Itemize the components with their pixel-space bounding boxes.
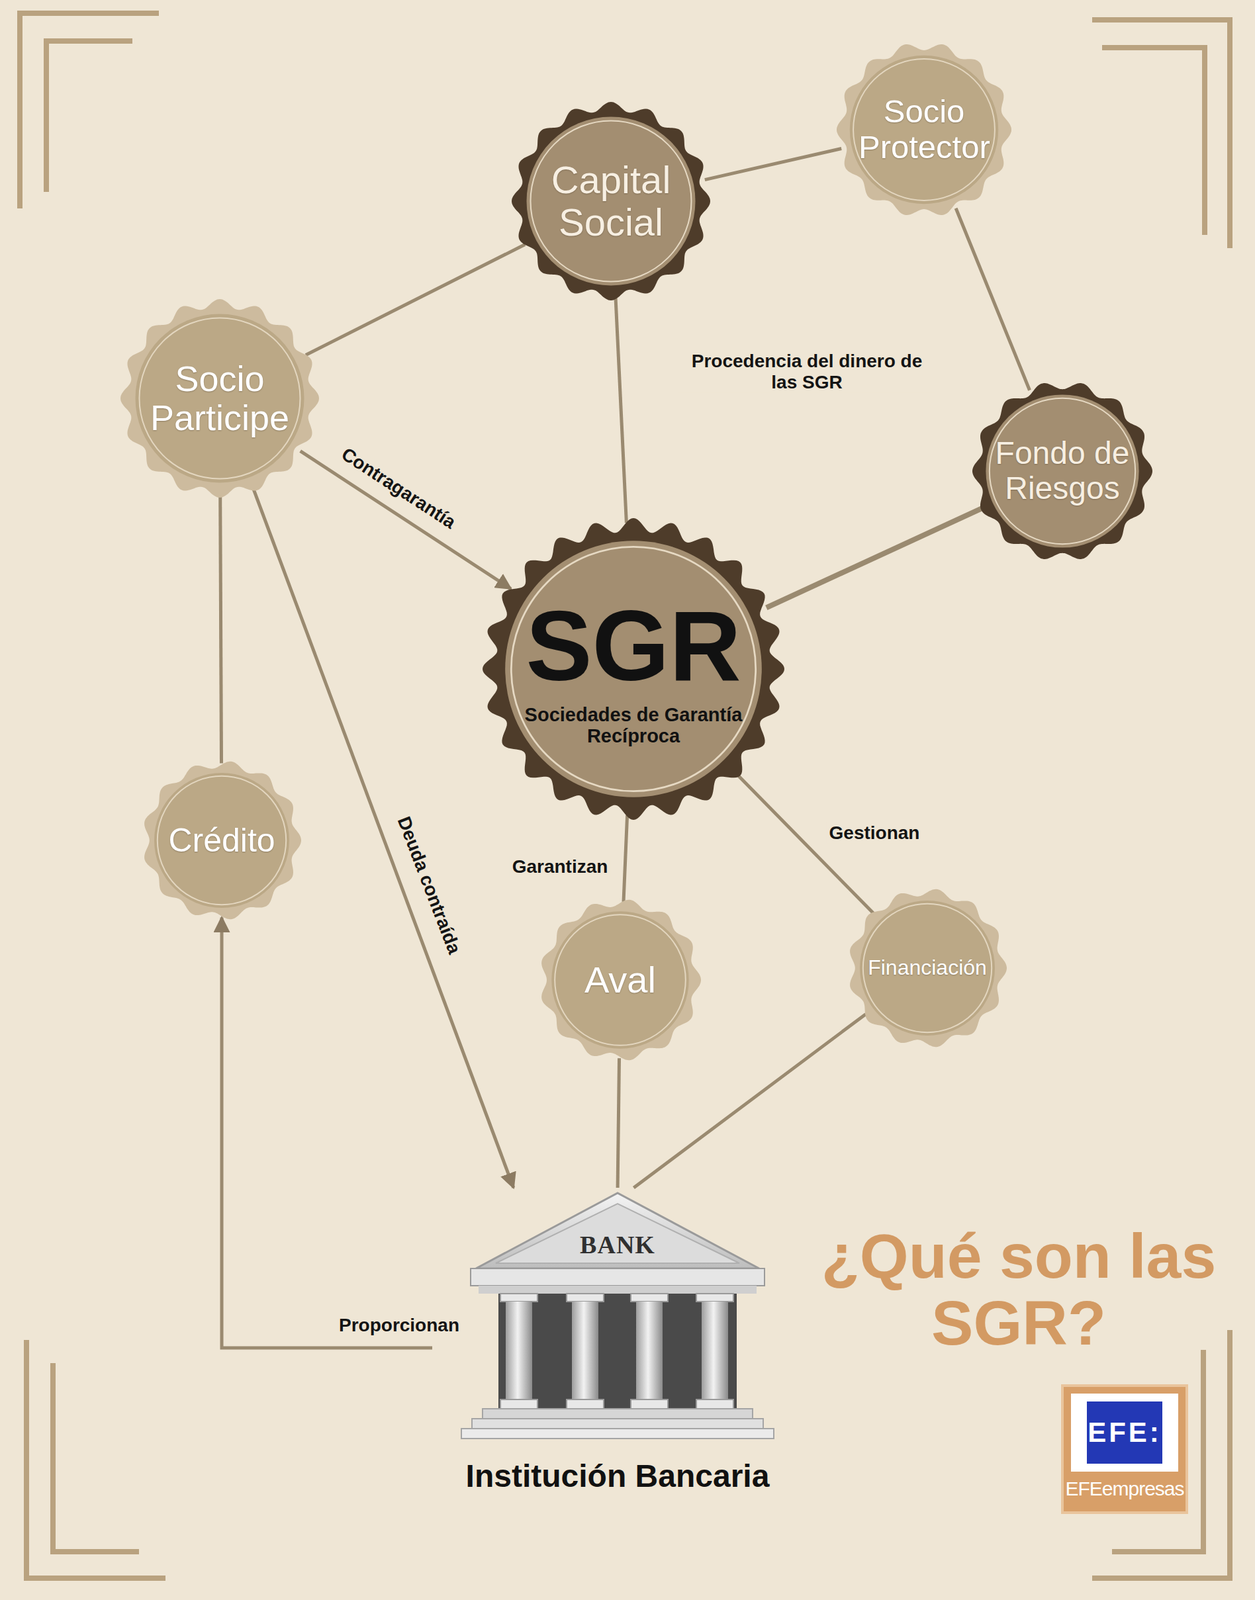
edge-label: Contragarantía (334, 442, 462, 535)
node-title: Crédito (168, 822, 275, 860)
node-title: Aval (584, 959, 656, 1001)
connector (300, 451, 512, 590)
note-label: Procedencia del dinero de las SGR (678, 350, 936, 394)
concept-circle: Crédito (142, 761, 302, 921)
edge-label: Gestionan (826, 822, 923, 844)
connector (617, 1058, 619, 1189)
logo-wordmark: EFEempresas (1062, 1478, 1187, 1502)
connector (955, 208, 1030, 391)
bank-node: BANK Institución Bancaria (432, 1188, 803, 1506)
node-title: Fondo de Riesgos (994, 436, 1130, 507)
efe-logo (1062, 1386, 1187, 1514)
concept-circle: Aval (539, 899, 701, 1062)
page-title: ¿Qué son las SGR? (790, 1223, 1247, 1357)
bank-heading: Institución Bancaria (432, 1458, 803, 1495)
concept-circle: Socio Protector (836, 42, 1012, 218)
connector (766, 507, 983, 608)
node-title: Socio Protector (858, 93, 990, 166)
connector (615, 297, 627, 523)
connector (623, 815, 628, 903)
connector (220, 495, 222, 764)
bank-sign: BANK (432, 1230, 803, 1260)
connector (704, 148, 842, 181)
node-title: Capital Social (536, 158, 686, 244)
edge-label: Deuda contraída (391, 811, 466, 960)
connector (305, 244, 525, 356)
edge-label: Proporcionan (336, 1315, 463, 1337)
node-title: Financiación (867, 956, 987, 980)
concept-circle: Fondo de Riesgos (972, 381, 1153, 562)
concept-circle: Socio Participe (120, 299, 320, 498)
concept-circle: Capital Social (511, 101, 711, 301)
node-title: SGR (525, 591, 741, 701)
concept-circle: SGRSociedades de Garantía Recíproca (482, 518, 785, 821)
connector (221, 917, 433, 1349)
edge-label: Garantizan (509, 856, 611, 878)
concept-circle: Financiación (847, 888, 1007, 1048)
node-subtitle: Sociedades de Garantía Recíproca (524, 704, 744, 748)
logo-mark: EFE: (1084, 1417, 1165, 1449)
node-title: Socio Participe (145, 359, 295, 439)
